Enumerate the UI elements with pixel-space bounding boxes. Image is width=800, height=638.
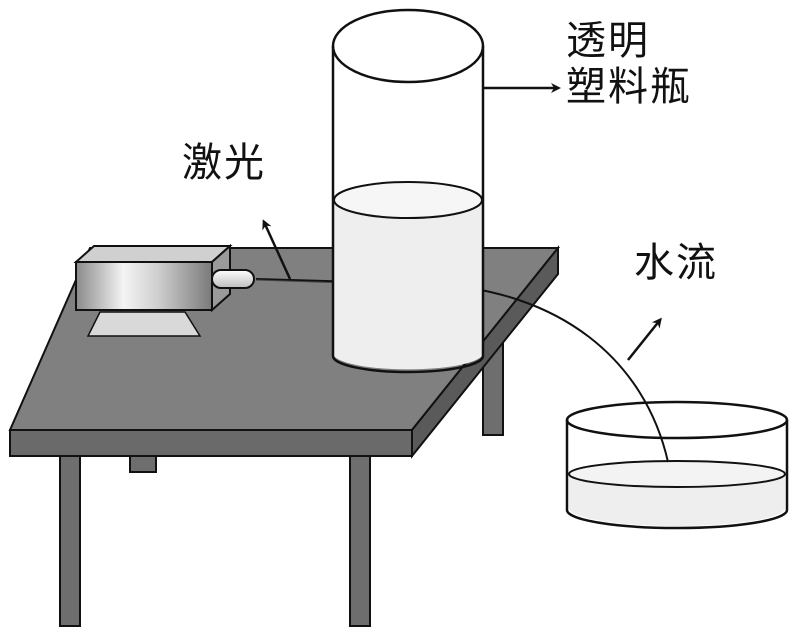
bottle-top-rim	[331, 8, 485, 84]
water-label-arrow	[627, 317, 662, 361]
laser-label-arrow	[262, 219, 292, 280]
dish-water	[569, 474, 785, 526]
bottle-water-surface	[333, 181, 483, 219]
dish-rim	[565, 400, 789, 440]
bottle-water	[334, 200, 482, 370]
laser-label: 激光	[182, 140, 266, 186]
table-front-edge	[9, 429, 413, 457]
bottle-label: 透明 塑料瓶	[566, 18, 692, 110]
table-leg-front-left	[59, 455, 81, 627]
table-leg-front-right	[349, 455, 371, 627]
plastic-bottle	[331, 8, 485, 374]
dish-water-surface	[568, 460, 786, 488]
laser-pointer	[73, 243, 255, 313]
bottle-bottom	[331, 355, 485, 374]
laser-lens	[211, 269, 255, 289]
bottle-label-line1: 透明	[566, 18, 650, 64]
laser-shadow	[86, 311, 202, 337]
laser-box-top	[73, 245, 233, 263]
bottle-label-line2: 塑料瓶	[566, 64, 692, 110]
water-stream-label: 水流	[634, 240, 718, 286]
laser-box-front	[75, 261, 213, 311]
water-dish	[565, 400, 789, 530]
